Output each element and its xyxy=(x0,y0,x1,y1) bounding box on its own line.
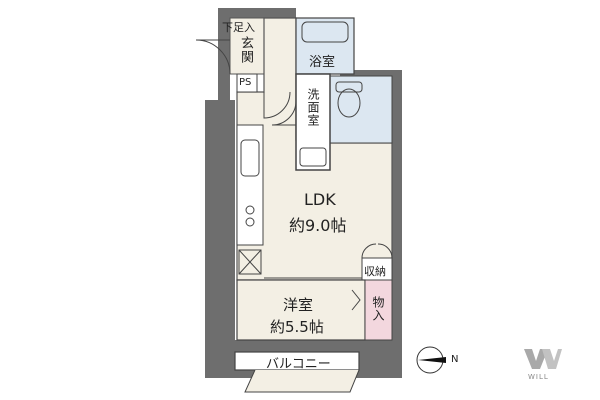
storage-label: 収納 xyxy=(364,265,386,278)
washroom-label: 洗面室 xyxy=(306,88,320,127)
compass-icon xyxy=(416,346,446,374)
toilet-bowl xyxy=(337,88,361,118)
fridge-space xyxy=(238,249,262,275)
logo-text: WILL xyxy=(528,373,549,381)
hall-door xyxy=(263,91,291,119)
bath-label: 浴室 xyxy=(309,55,336,70)
wash-door xyxy=(271,100,297,126)
burner xyxy=(245,217,255,227)
burner xyxy=(245,205,255,215)
genkan-top-label: 下足入 xyxy=(222,21,255,34)
ldk-name-label: LDK xyxy=(304,190,336,209)
ps-label: PS xyxy=(239,77,252,88)
entry-door xyxy=(195,39,231,75)
toilet-tank xyxy=(335,81,363,93)
wash-basin xyxy=(299,147,327,167)
balcony-label: バルコニー xyxy=(266,357,331,372)
floor-areas xyxy=(229,17,393,371)
will-logo-icon xyxy=(524,349,562,369)
storage-door xyxy=(361,243,393,259)
closet-label: 物入 xyxy=(371,296,385,322)
compass-north-label: N xyxy=(451,354,459,365)
fixtures xyxy=(195,21,393,311)
western-size-label: 約5.5帖 xyxy=(270,318,324,336)
bathtub xyxy=(301,21,349,43)
kitchen-sink xyxy=(240,139,260,177)
closet-door xyxy=(351,289,361,311)
genkan-label: 玄関 xyxy=(238,36,253,64)
ldk-size-label: 約9.0帖 xyxy=(289,216,347,235)
western-name-label: 洋室 xyxy=(283,296,314,314)
balcony-step xyxy=(244,369,360,393)
